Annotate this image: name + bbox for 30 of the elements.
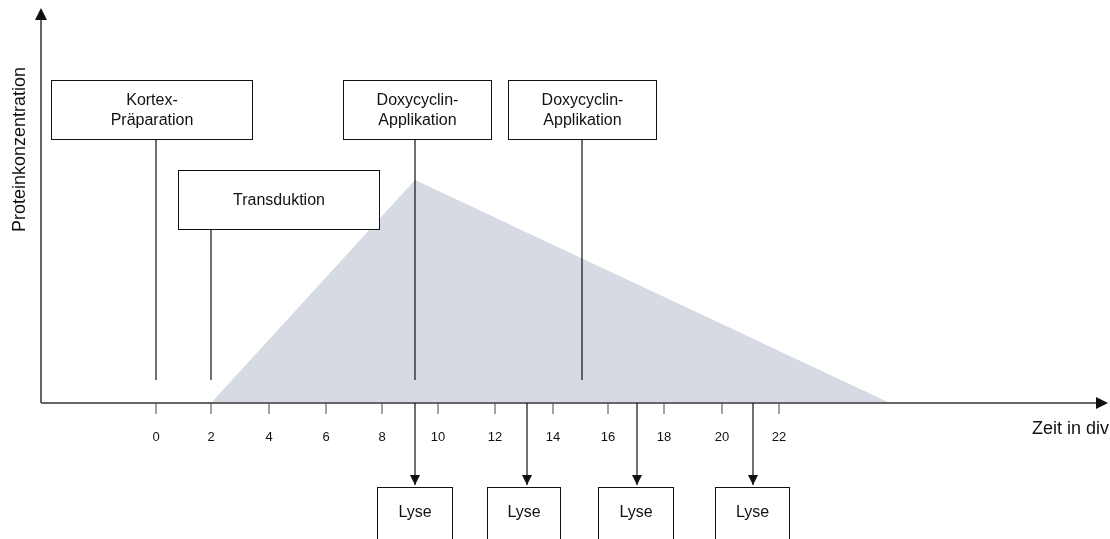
tick-label: 10 [429, 429, 447, 444]
step-box: Doxycyclin- Applikation [508, 80, 657, 140]
tick-label: 4 [264, 429, 274, 444]
x-axis-label: Zeit in div [1032, 418, 1110, 439]
tick-label: 20 [713, 429, 731, 444]
lysis-box: Lyse [598, 487, 674, 539]
connector-line [210, 229, 212, 381]
arrow [522, 402, 532, 486]
lysis-box: Lyse [377, 487, 453, 539]
arrow [410, 402, 420, 486]
tick-label: 8 [377, 429, 387, 444]
tick-label: 18 [655, 429, 673, 444]
connector-line [414, 139, 416, 381]
step-box: Transduktion [178, 170, 380, 230]
lysis-box: Lyse [715, 487, 790, 539]
arrow [632, 402, 642, 486]
tick-label: 14 [544, 429, 562, 444]
tick-label: 12 [486, 429, 504, 444]
lysis-box: Lyse [487, 487, 561, 539]
step-box: Kortex- Präparation [51, 80, 253, 140]
tick-label: 0 [151, 429, 161, 444]
tick-label: 16 [599, 429, 617, 444]
step-box: Doxycyclin- Applikation [343, 80, 492, 140]
arrow [748, 402, 758, 486]
connector-line [581, 139, 583, 381]
tick-label: 6 [321, 429, 331, 444]
tick-label: 2 [206, 429, 216, 444]
y-axis-label: Proteinkonzentration [9, 66, 30, 232]
tick-label: 22 [770, 429, 788, 444]
connector-line [155, 139, 157, 381]
